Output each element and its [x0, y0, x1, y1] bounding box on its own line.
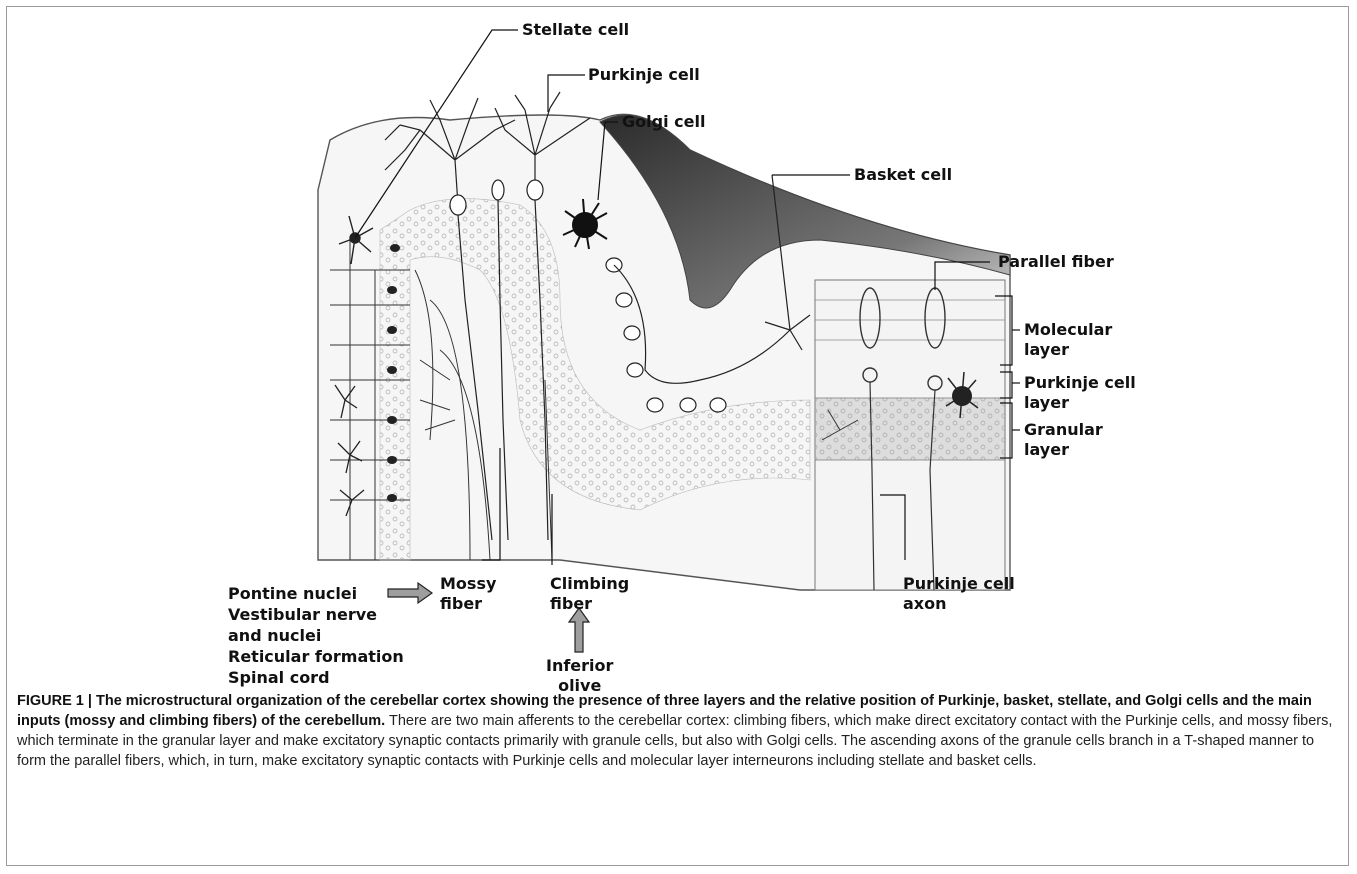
- layer-block: [815, 280, 1005, 590]
- stellate-cell-label: Stellate cell: [522, 20, 629, 40]
- purkinje-cell-layer-label: Purkinje cell layer: [1024, 373, 1136, 413]
- mossy-fiber-label: Mossy fiber: [440, 574, 496, 614]
- figure-caption: FIGURE 1 | The microstructural organizat…: [17, 691, 1335, 771]
- parallel-fiber-label: Parallel fiber: [998, 252, 1114, 272]
- mossy-inputs-list: Pontine nuclei Vestibular nerve and nucl…: [228, 583, 404, 688]
- cerebellar-cortex-illustration: [0, 0, 1357, 690]
- climbing-fiber-label: Climbing fiber: [550, 574, 629, 614]
- purkinje-cell-axon-label: Purkinje cell axon: [903, 574, 1015, 614]
- inferior-olive-label: Inferior olive: [546, 656, 613, 696]
- basket-cell-label: Basket cell: [854, 165, 952, 185]
- golgi-cell-label: Golgi cell: [622, 112, 705, 132]
- molecular-layer-label: Molecular layer: [1024, 320, 1112, 360]
- purkinje-cell-label: Purkinje cell: [588, 65, 700, 85]
- climbing-input-arrow: [569, 608, 589, 652]
- granular-layer-label: Granular layer: [1024, 420, 1103, 460]
